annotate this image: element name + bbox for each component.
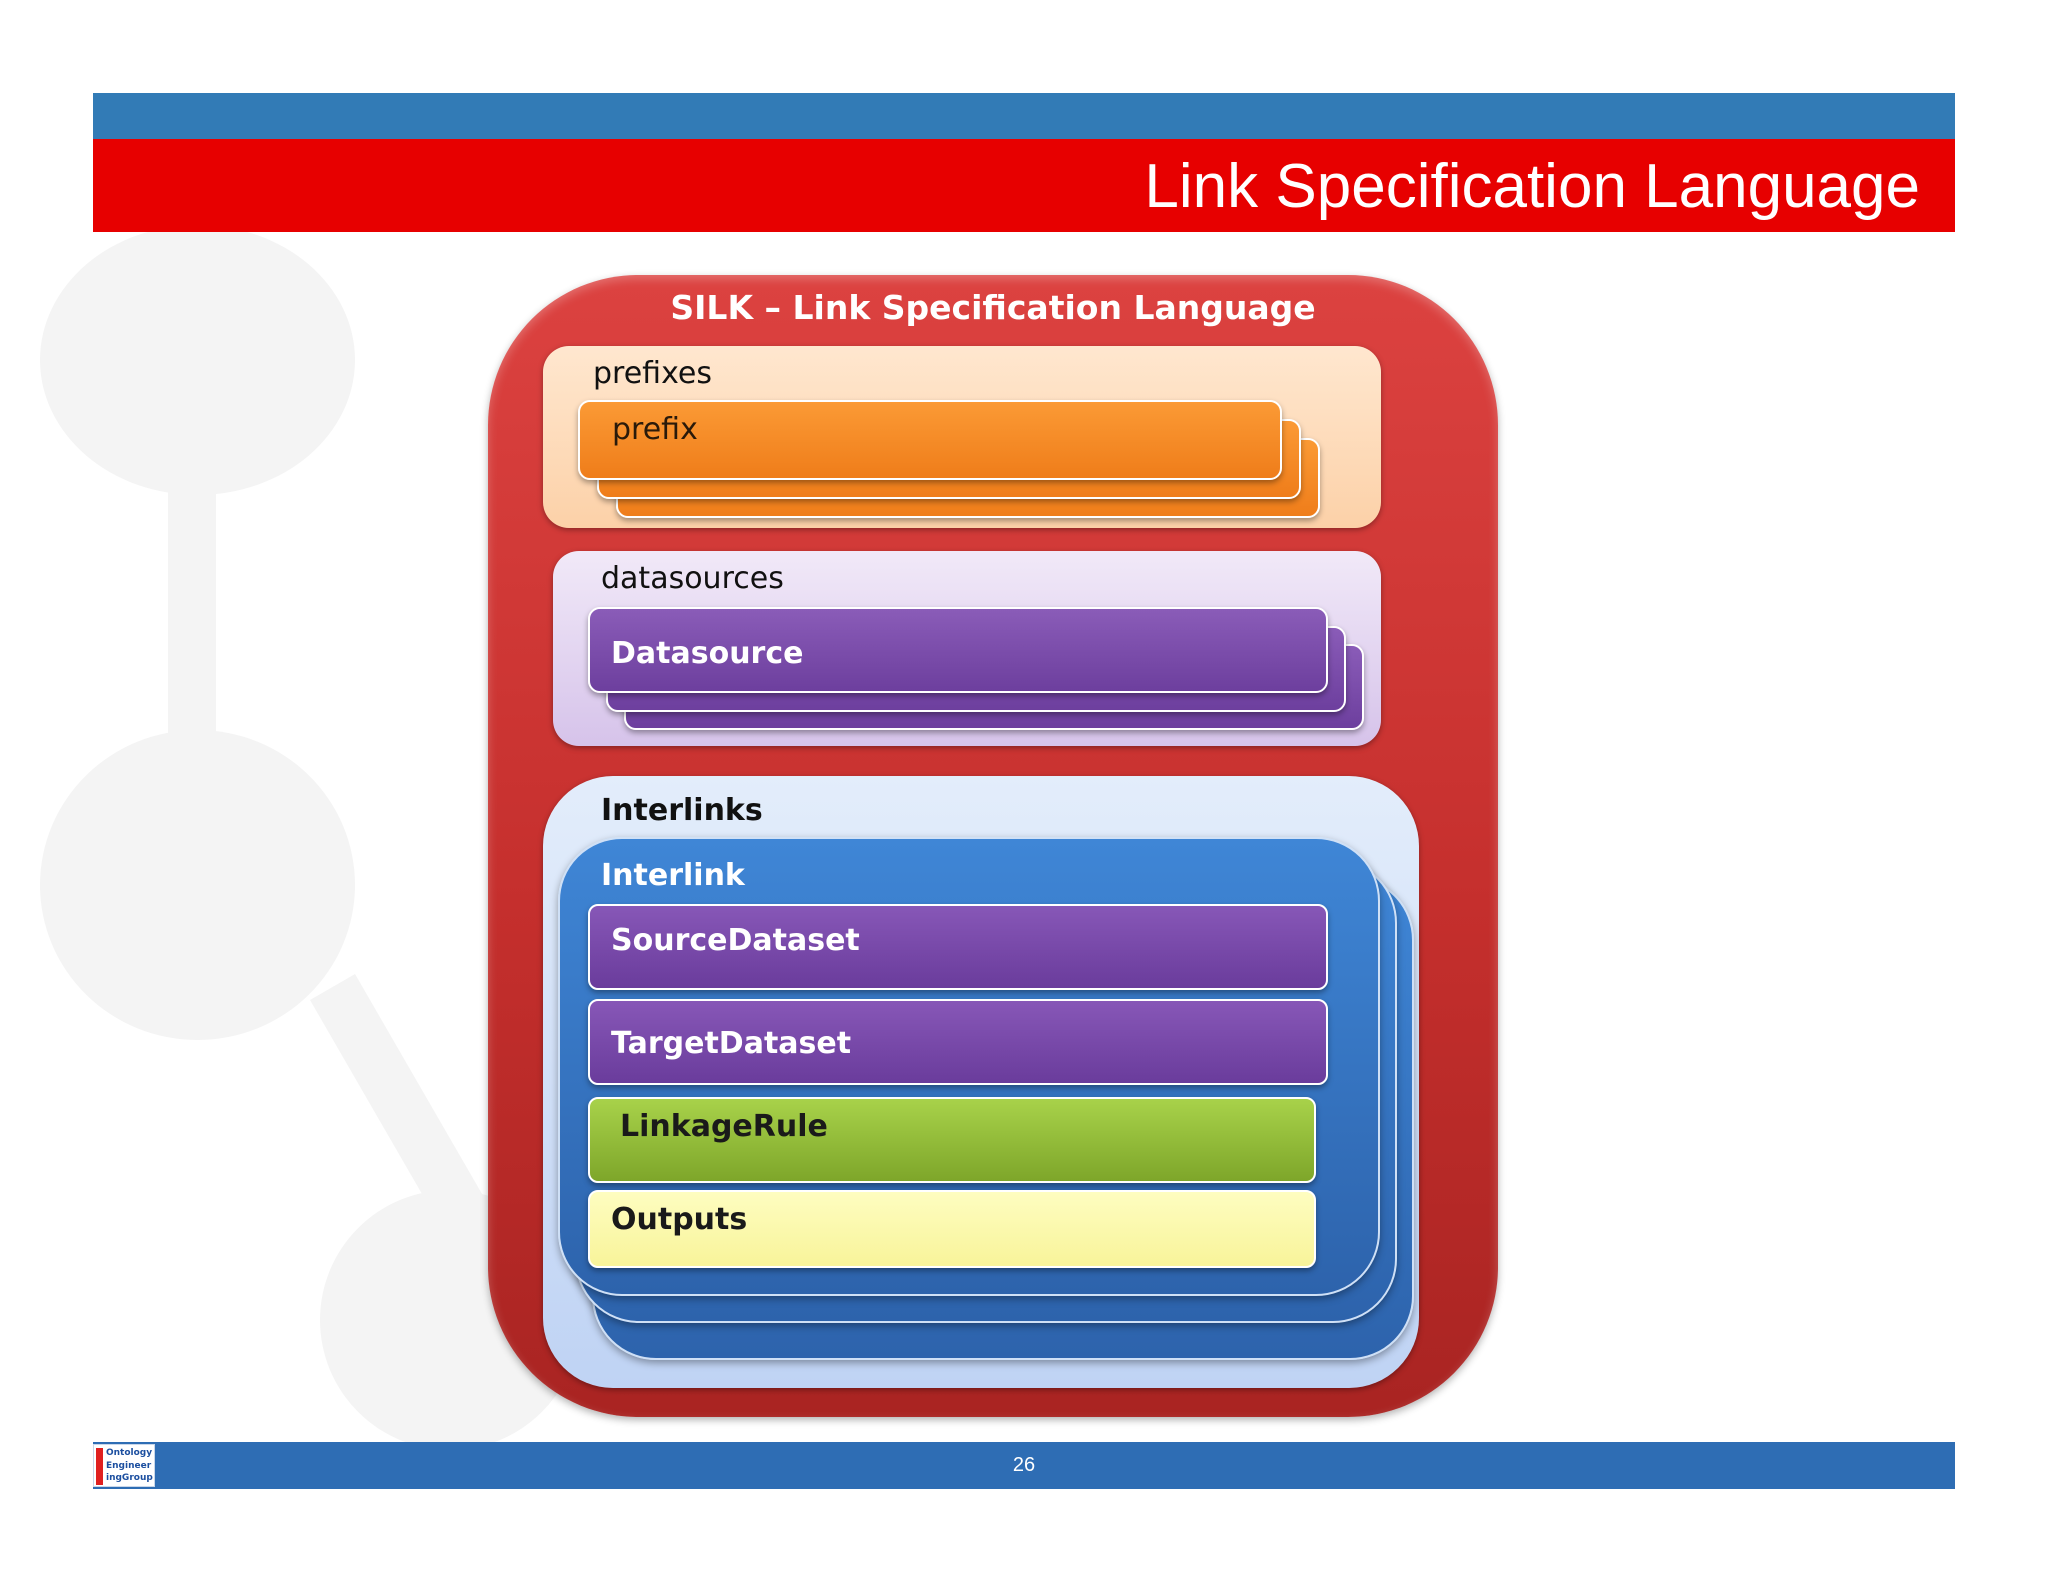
page-title: Link Specification Language	[1144, 152, 1920, 221]
silk-container-title: SILK – Link Specification Language	[670, 288, 1316, 327]
header-red-band	[93, 139, 1955, 232]
target-dataset-card	[588, 999, 1328, 1085]
page-number: 26	[1012, 1454, 1036, 1476]
background-node-top	[40, 225, 355, 495]
interlinks-label: Interlinks	[601, 793, 763, 828]
logo-text: Ontology Engineer ingGroup	[106, 1448, 153, 1483]
source-dataset-label: SourceDataset	[611, 923, 860, 958]
prefixes-label: prefixes	[593, 356, 712, 391]
datasources-label: datasources	[601, 561, 784, 596]
header-blue-band	[93, 93, 1955, 139]
outputs-label: Outputs	[611, 1202, 748, 1237]
ontology-engineering-group-logo: Ontology Engineer ingGroup	[93, 1444, 155, 1487]
footer-band	[93, 1442, 1955, 1489]
prefix-card	[578, 400, 1282, 480]
logo-red-bar	[96, 1448, 103, 1485]
background-connector-vertical	[168, 480, 216, 740]
linkage-rule-label: LinkageRule	[620, 1109, 828, 1144]
linkage-rule-card	[588, 1097, 1316, 1183]
outputs-card	[588, 1190, 1316, 1268]
datasource-card-label: Datasource	[611, 636, 804, 671]
interlink-label: Interlink	[601, 858, 745, 893]
target-dataset-label: TargetDataset	[611, 1026, 852, 1061]
prefix-card-label: prefix	[612, 412, 698, 447]
background-connector-diagonal	[310, 974, 486, 1226]
background-node-middle	[40, 730, 355, 1040]
datasource-card	[588, 607, 1328, 693]
source-dataset-card	[588, 904, 1328, 990]
